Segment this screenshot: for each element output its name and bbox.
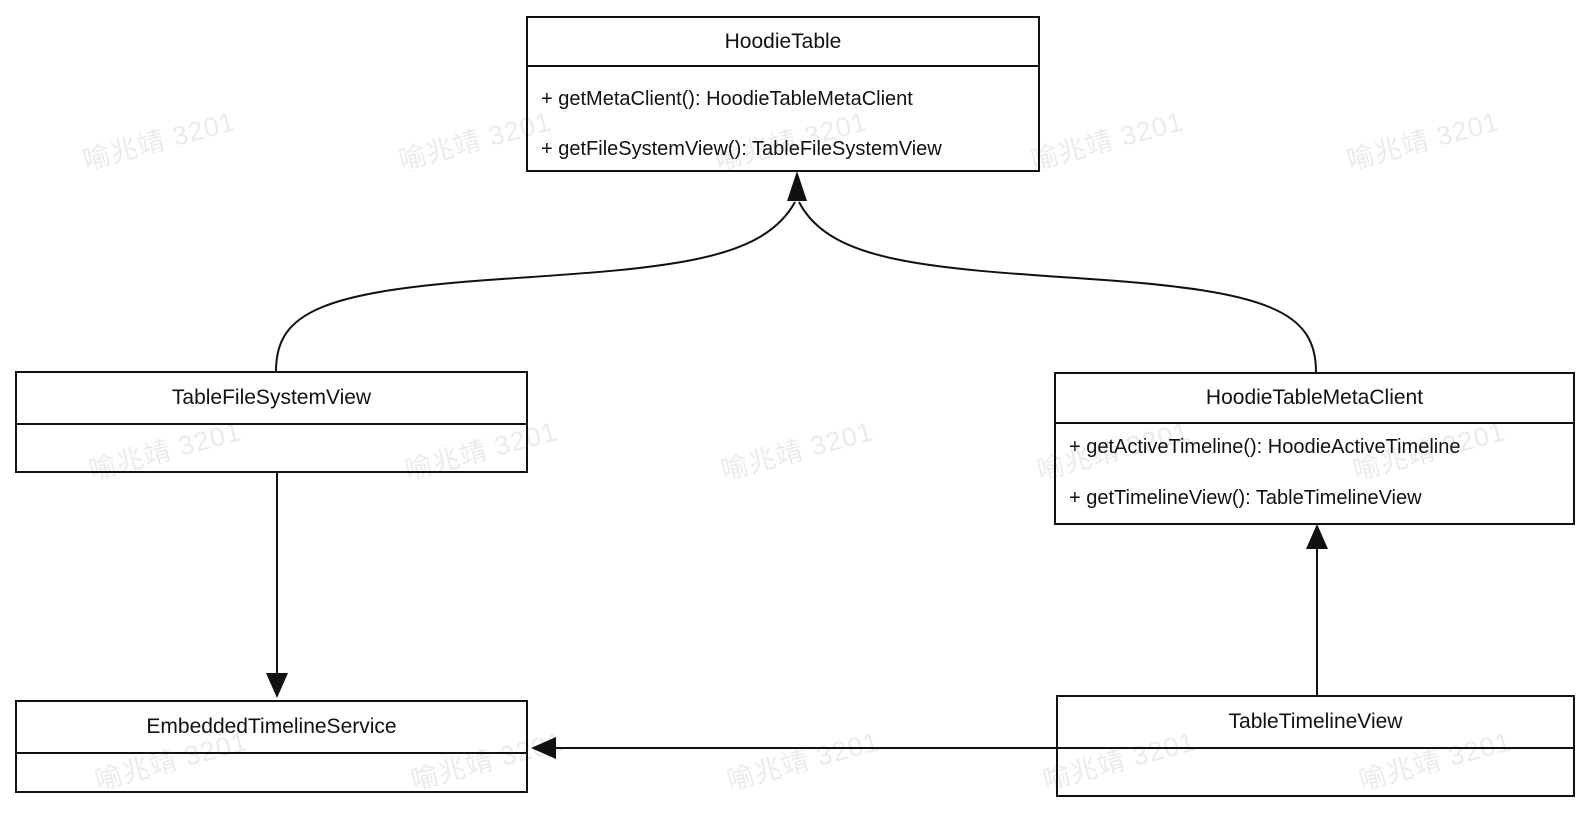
class-title: TableTimelineView xyxy=(1058,697,1573,749)
class-body: + getActiveTimeline(): HoodieActiveTimel… xyxy=(1056,424,1573,511)
method-item: + getFileSystemView(): TableFileSystemVi… xyxy=(541,138,942,160)
method-item: + getTimelineView(): TableTimelineView xyxy=(1069,487,1422,509)
class-box-tablefilesystemview: TableFileSystemView xyxy=(15,371,528,473)
class-body: + getMetaClient(): HoodieTableMetaClient… xyxy=(528,67,1038,162)
class-box-embeddedtimelineservice: EmbeddedTimelineService xyxy=(15,700,528,793)
watermark-text: 喻兆靖 3201 xyxy=(1343,106,1503,176)
watermark-text: 喻兆靖 3201 xyxy=(1027,106,1187,176)
watermark-text: 喻兆靖 3201 xyxy=(79,106,239,176)
class-title: HoodieTableMetaClient xyxy=(1056,374,1573,424)
class-title: EmbeddedTimelineService xyxy=(17,702,526,754)
class-box-hoodietablemetaclient: HoodieTableMetaClient + getActiveTimelin… xyxy=(1054,372,1575,525)
class-box-tabletimelineview: TableTimelineView xyxy=(1056,695,1575,797)
method-item: + getMetaClient(): HoodieTableMetaClient xyxy=(541,88,913,110)
class-title: HoodieTable xyxy=(528,18,1038,67)
watermark-text: 喻兆靖 3201 xyxy=(717,416,877,486)
method-item: + getActiveTimeline(): HoodieActiveTimel… xyxy=(1069,436,1461,458)
class-title: TableFileSystemView xyxy=(17,373,526,425)
class-box-hoodietable: HoodieTable + getMetaClient(): HoodieTab… xyxy=(526,16,1040,172)
watermark-text: 喻兆靖 3201 xyxy=(723,726,883,796)
